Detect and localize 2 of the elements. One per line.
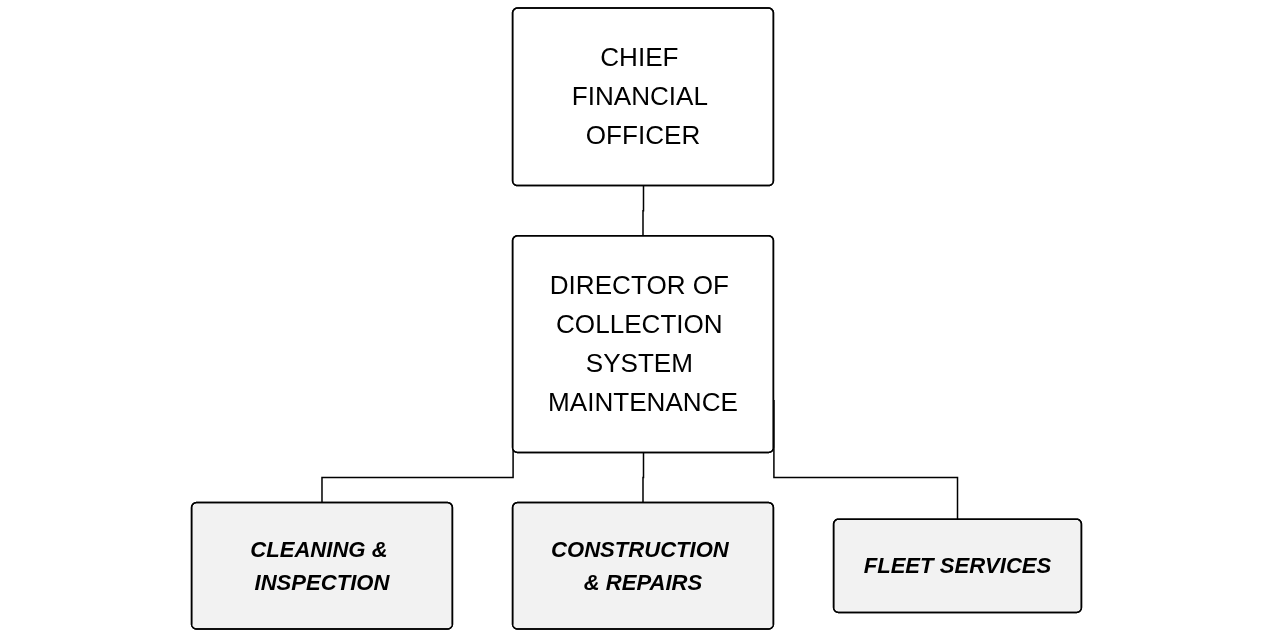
connector bbox=[642, 452, 645, 504]
connector bbox=[642, 185, 645, 237]
